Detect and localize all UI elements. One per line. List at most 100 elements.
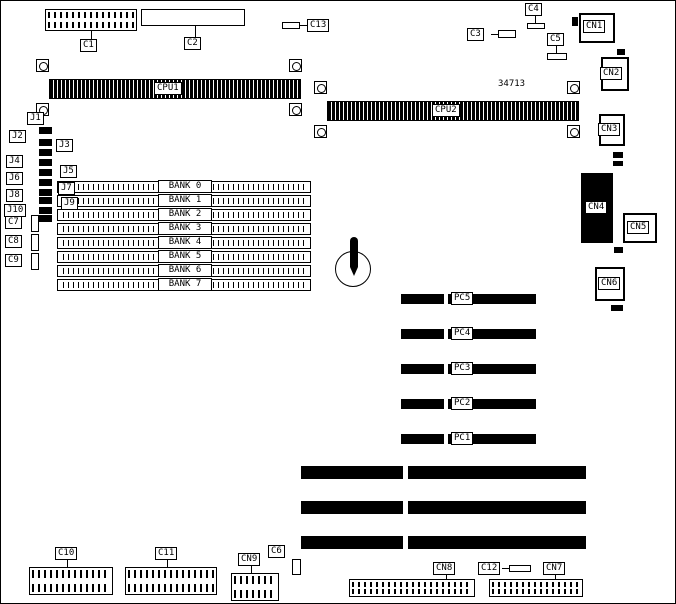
jumper-j6 bbox=[39, 179, 52, 186]
component-c8 bbox=[31, 234, 39, 251]
j3-label: J3 bbox=[56, 139, 73, 152]
jumper-j3 bbox=[39, 149, 52, 156]
solder-pad bbox=[613, 152, 623, 158]
jumper-j10 bbox=[39, 215, 52, 222]
isa-slot-2 bbox=[301, 501, 586, 514]
j2-label: J2 bbox=[9, 130, 26, 143]
pc5-slot-key bbox=[444, 294, 448, 304]
c3-label: C3 bbox=[467, 28, 484, 41]
cpu2-label: CPU2 bbox=[432, 104, 460, 117]
c9-label: C9 bbox=[5, 254, 22, 267]
jumper-j1 bbox=[39, 127, 52, 134]
c1-leader-line bbox=[91, 31, 92, 39]
c8-label: C8 bbox=[5, 235, 22, 248]
connector-cn7 bbox=[489, 579, 583, 597]
c7-label: C7 bbox=[5, 216, 22, 229]
component-c6 bbox=[292, 559, 301, 575]
cn7-label: CN7 bbox=[543, 562, 566, 575]
bank2-label: BANK 2 bbox=[158, 208, 212, 221]
pc3-slot-key bbox=[444, 364, 448, 374]
component-c5 bbox=[547, 53, 567, 60]
c5-leader-line bbox=[556, 46, 557, 53]
c4-label: C4 bbox=[525, 3, 542, 16]
cn8-leader-line bbox=[446, 575, 447, 579]
pc4-slot-key bbox=[444, 329, 448, 339]
cn6-label: CN6 bbox=[598, 277, 621, 290]
cpu2-mounting-hole bbox=[314, 125, 327, 138]
pc5-label: PC5 bbox=[451, 292, 474, 305]
connector-c10 bbox=[29, 567, 113, 595]
j4-label: J4 bbox=[6, 155, 23, 168]
isa-slot-3-key bbox=[403, 536, 408, 549]
component-c7 bbox=[31, 215, 39, 232]
cpu2-mounting-hole bbox=[314, 81, 327, 94]
battery-pen-body bbox=[350, 237, 358, 267]
cn9-label: CN9 bbox=[238, 553, 261, 566]
pc3-label: PC3 bbox=[451, 362, 474, 375]
isa-slot-2-key bbox=[403, 501, 408, 514]
bank5-label: BANK 5 bbox=[158, 250, 212, 263]
cn8-label: CN8 bbox=[433, 562, 456, 575]
bank4-label: BANK 4 bbox=[158, 236, 212, 249]
battery-pen-tip bbox=[350, 267, 358, 276]
c13-label: C13 bbox=[307, 19, 330, 32]
component-c4 bbox=[527, 23, 545, 29]
c11-label: C11 bbox=[155, 547, 178, 560]
isa-slot-1 bbox=[301, 466, 586, 479]
isa-slot-3 bbox=[301, 536, 586, 549]
isa-slot-1-key bbox=[403, 466, 408, 479]
cn5-label: CN5 bbox=[627, 221, 650, 234]
pc1-slot-key bbox=[444, 434, 448, 444]
c2-label: C2 bbox=[184, 37, 201, 50]
component-c3 bbox=[498, 30, 516, 38]
j7-label: J7 bbox=[58, 182, 75, 195]
connector-c11 bbox=[125, 567, 217, 595]
connector-c1 bbox=[45, 9, 137, 31]
c12-leader-line bbox=[502, 568, 509, 569]
bank0-label: BANK 0 bbox=[158, 180, 212, 193]
solder-pad bbox=[613, 161, 623, 166]
component-c9 bbox=[31, 253, 39, 270]
part-number: 34713 bbox=[498, 79, 526, 89]
j1-label: J1 bbox=[27, 112, 44, 125]
j9-label: J9 bbox=[61, 197, 78, 210]
solder-pad bbox=[614, 247, 623, 253]
component-c13 bbox=[282, 22, 300, 29]
cpu1-label: CPU1 bbox=[154, 82, 182, 95]
cn3-label: CN3 bbox=[598, 123, 621, 136]
j6-label: J6 bbox=[6, 172, 23, 185]
cn1-label: CN1 bbox=[583, 20, 606, 33]
connector-cn9 bbox=[231, 573, 279, 601]
solder-pad bbox=[611, 305, 623, 311]
cpu1-mounting-hole bbox=[289, 59, 302, 72]
c10-label: C10 bbox=[55, 547, 78, 560]
jumper-j5 bbox=[39, 169, 52, 176]
cpu2-mounting-hole bbox=[567, 81, 580, 94]
c13-leader-line bbox=[300, 25, 307, 26]
cn7-leader-line bbox=[555, 575, 556, 579]
connector-cn8 bbox=[349, 579, 475, 597]
pc1-label: PC1 bbox=[451, 432, 474, 445]
c11-leader-line bbox=[167, 560, 168, 567]
cpu1-mounting-hole bbox=[36, 59, 49, 72]
bank6-label: BANK 6 bbox=[158, 264, 212, 277]
cn9-leader-line bbox=[251, 566, 252, 573]
j5-label: J5 bbox=[60, 165, 77, 178]
jumper-j9 bbox=[39, 207, 52, 214]
c5-label: C5 bbox=[547, 33, 564, 46]
c6-label: C6 bbox=[268, 545, 285, 558]
pc2-slot-key bbox=[444, 399, 448, 409]
jumper-j7 bbox=[39, 189, 52, 196]
pc2-label: PC2 bbox=[451, 397, 474, 410]
solder-pad bbox=[572, 17, 578, 26]
connector-c2 bbox=[141, 9, 245, 26]
cpu2-mounting-hole bbox=[567, 125, 580, 138]
c2-leader-line bbox=[195, 26, 196, 37]
c4-leader-line bbox=[535, 16, 536, 23]
jumper-j4 bbox=[39, 159, 52, 166]
cpu1-mounting-hole bbox=[289, 103, 302, 116]
jumper-j2 bbox=[39, 139, 52, 146]
jumper-j8 bbox=[39, 197, 52, 204]
component-c12 bbox=[509, 565, 531, 572]
